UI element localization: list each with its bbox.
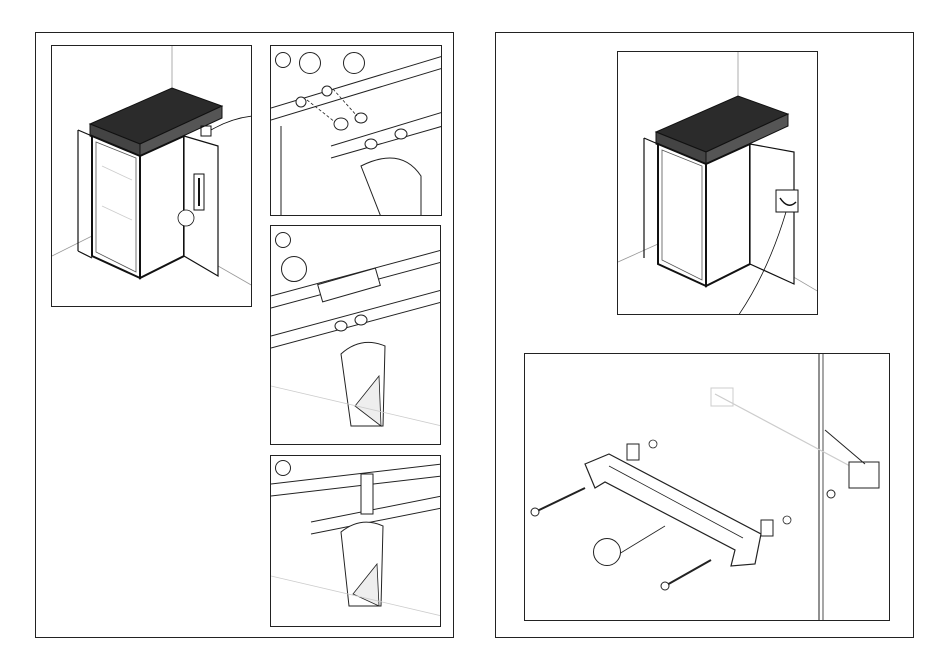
cabinet-drawing	[52, 46, 252, 307]
part-callout-b-icon	[343, 52, 365, 74]
step-1-icon	[275, 52, 291, 68]
detail-panel-3	[270, 455, 441, 627]
cabinet-handle-drawing	[618, 52, 818, 315]
right-overview-panel	[617, 51, 818, 315]
step-2-icon	[275, 232, 291, 248]
step-3-icon	[275, 460, 291, 476]
part-callout-handle-icon	[593, 538, 621, 566]
overview-panel	[51, 45, 252, 307]
left-page	[35, 32, 454, 638]
part-callout-c-icon	[281, 256, 307, 282]
exploded-panel	[524, 353, 890, 621]
detail-panel-2	[270, 225, 441, 445]
handle-exploded-drawing	[525, 354, 890, 621]
detail-panel-1	[270, 45, 442, 216]
part-callout-a-icon	[299, 52, 321, 74]
bracket-installed-drawing	[271, 456, 441, 627]
right-page	[495, 32, 914, 638]
